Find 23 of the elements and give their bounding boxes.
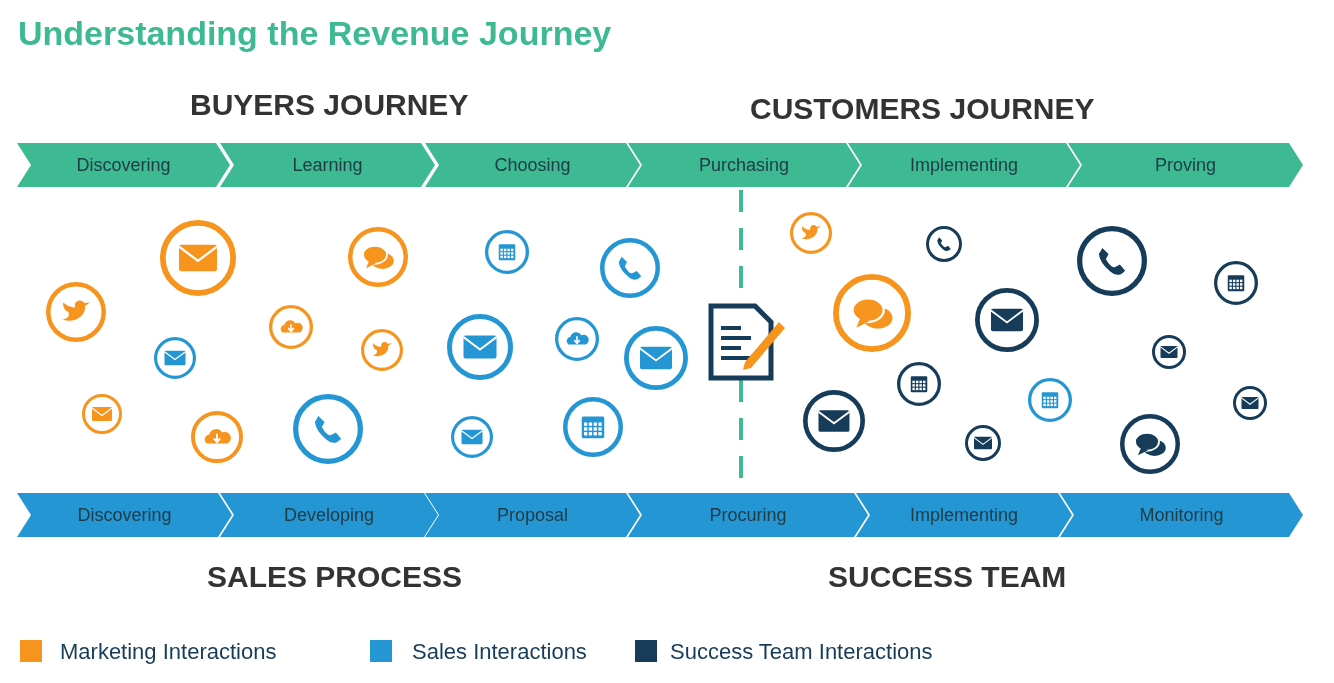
step-label: Developing [283, 504, 375, 526]
step-label: Implementing [909, 504, 1019, 526]
step-label: Implementing [909, 154, 1019, 176]
section-heading: BUYERS JOURNEY [190, 88, 469, 122]
chevron-step [425, 143, 640, 187]
legend-label: Sales Interactions [412, 639, 587, 665]
step-label: Choosing [494, 154, 571, 176]
diagram-title: Understanding the Revenue Journey [18, 14, 612, 53]
step-label: Proposal [496, 504, 568, 526]
step-label: Purchasing [698, 154, 790, 176]
step-label: Monitoring [1139, 504, 1224, 526]
step-label: Procuring [709, 504, 787, 526]
section-heading: SALES PROCESS [207, 560, 463, 594]
chevron-step [220, 143, 435, 187]
section-heading: CUSTOMERS JOURNEY [750, 92, 1095, 126]
chevron-step [17, 143, 230, 187]
step-label: Discovering [76, 154, 171, 176]
step-label: Proving [1155, 154, 1216, 176]
legend-label: Success Team Interactions [670, 639, 933, 665]
step-label: Discovering [77, 504, 172, 526]
legend-label: Marketing Interactions [60, 639, 277, 665]
section-heading: SUCCESS TEAM [828, 560, 1067, 594]
step-label: Learning [292, 154, 363, 176]
